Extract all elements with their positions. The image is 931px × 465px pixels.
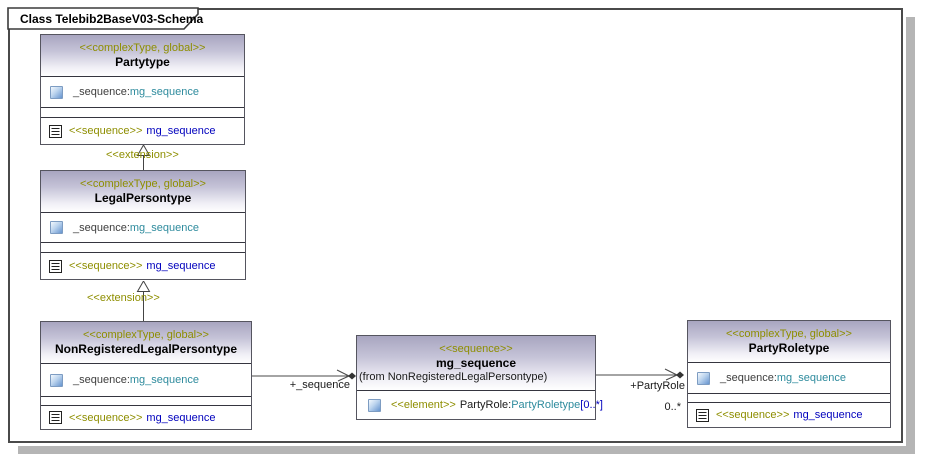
attribute-type: mg_sequence [129,86,199,98]
element-stereotype: <<element>> [391,399,456,411]
attribute-name: _sequence: [73,86,130,98]
stereotype-label: <<complexType, global>> [79,41,206,54]
extension-connector-partytype[interactable] [136,145,152,171]
sequence-icon [696,408,709,422]
class-header: <<sequence>> mg_sequence (from NonRegist… [357,336,595,390]
element-type: PartyRoletype [511,399,581,411]
operations-compartment [41,107,244,117]
sequence-row[interactable]: <<sequence>>mg_sequence [41,117,244,144]
association-role-label: +_sequence [289,379,350,391]
stereotype-label: <<complexType, global>> [83,328,209,341]
class-header: <<complexType, global>> Partytype [41,35,244,76]
frame-shadow-right [906,17,915,454]
sequence-icon [49,124,62,138]
stereotype-label: <<complexType, global>> [80,177,206,190]
attribute-name: _sequence: [720,372,777,384]
stereotype-label: <<complexType, global>> [726,327,852,340]
class-header: <<complexType, global>> NonRegisteredLeg… [41,322,251,363]
extension-label: <<extension>> [106,149,179,161]
sequence-row[interactable]: <<sequence>>mg_sequence [41,405,251,429]
class-box-legalpersontype[interactable]: <<complexType, global>> LegalPersontype … [40,170,246,280]
class-box-nonregisteredlegalpersontype[interactable]: <<complexType, global>> NonRegisteredLeg… [40,321,252,430]
attribute-row[interactable]: _sequence:mg_sequence [688,362,890,393]
operations-compartment [688,393,890,402]
sequence-name: mg_sequence [146,260,216,272]
frame-shadow-bottom [18,446,915,454]
element-name: PartyRole: [459,399,512,411]
extension-connector-legalpersontype[interactable] [136,281,152,321]
sequence-stereotype: <<sequence>> [716,409,790,421]
attribute-row[interactable]: _sequence:mg_sequence [41,363,251,396]
attribute-type: mg_sequence [776,372,846,384]
sequence-stereotype: <<sequence>> [69,260,143,272]
sequence-icon [49,259,62,273]
stereotype-label: <<sequence>> [439,342,513,355]
attribute-row[interactable]: _sequence:mg_sequence [41,76,244,107]
attribute-name: _sequence: [73,374,130,386]
diagram-frame [8,8,903,443]
sequence-stereotype: <<sequence>> [69,125,143,137]
sequence-row[interactable]: <<sequence>>mg_sequence [688,402,890,427]
class-name: Partytype [115,54,170,69]
association-partyrole-connector[interactable] [596,367,688,383]
frame-title: Class Telebib2BaseV03-Schema [20,12,204,26]
class-box-partytype[interactable]: <<complexType, global>> Partytype _seque… [40,34,245,145]
attribute-row[interactable]: _sequence:mg_sequence [41,212,245,242]
class-header: <<complexType, global>> PartyRoletype [688,321,890,362]
sequence-icon [49,411,62,424]
class-box-mg-sequence[interactable]: <<sequence>> mg_sequence (from NonRegist… [356,335,603,420]
attribute-type: mg_sequence [129,221,199,234]
sequence-row[interactable]: <<sequence>>mg_sequence [41,252,245,279]
class-name: NonRegisteredLegalPersontype [54,341,238,356]
operations-compartment [41,396,251,405]
element-cardinality: [0..*] [580,399,603,411]
frame-tab-shape [7,7,199,30]
attribute-icon [50,373,63,387]
class-name: mg_sequence [435,355,517,370]
association-multiplicity-label: 0..* [664,401,681,413]
extension-label: <<extension>> [87,292,160,304]
from-label: (from NonRegisteredLegalPersontype) [359,370,548,383]
element-row[interactable]: <<element>>PartyRole:PartyRoletype[0..*] [357,390,603,419]
association-sequence-connector[interactable] [252,368,357,384]
sequence-name: mg_sequence [793,409,863,421]
class-box-partyroletype[interactable]: <<complexType, global>> PartyRoletype _s… [687,320,891,428]
class-header: <<complexType, global>> LegalPersontype [41,171,245,212]
attribute-icon [50,85,63,99]
class-name: PartyRoletype [748,340,830,355]
attribute-name: _sequence: [73,221,130,234]
attribute-icon [50,221,63,234]
operations-compartment [41,242,245,252]
frame-title-tab[interactable]: Class Telebib2BaseV03-Schema [7,7,207,30]
class-name: LegalPersontype [94,190,192,205]
association-role-label: +PartyRole [630,380,685,392]
sequence-stereotype: <<sequence>> [69,411,143,424]
sequence-name: mg_sequence [146,125,216,137]
sequence-name: mg_sequence [146,411,216,424]
element-icon [368,398,381,412]
attribute-type: mg_sequence [129,374,199,386]
attribute-icon [697,371,710,385]
